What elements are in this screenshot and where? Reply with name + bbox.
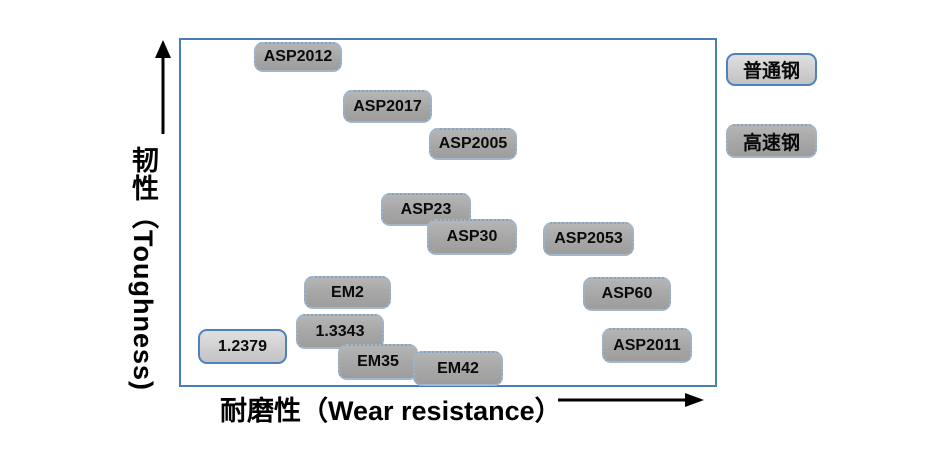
steel-box-ASP2005: ASP2005 [429, 128, 517, 160]
steel-box-ASP2012: ASP2012 [254, 42, 342, 72]
steel-box-ASP30: ASP30 [427, 219, 517, 255]
y-axis-arrow-icon [155, 40, 171, 134]
steel-box-ASP2011: ASP2011 [602, 328, 692, 363]
x-axis-arrow-icon [558, 393, 704, 407]
steel-box-ASP2017: ASP2017 [343, 90, 432, 123]
legend-item-普通钢: 普通钢 [726, 53, 817, 86]
steel-box-ASP2053: ASP2053 [543, 222, 634, 256]
steel-box-ASP60: ASP60 [583, 277, 671, 311]
legend-item-高速钢: 高速钢 [726, 124, 817, 158]
steel-box-EM42: EM42 [413, 351, 503, 386]
steel-box-1.2379: 1.2379 [198, 329, 287, 364]
x-axis-label: 耐磨性（Wear resistance） [220, 396, 562, 426]
y-axis-label: 韧性（Toughness) [128, 146, 158, 391]
steel-box-EM2: EM2 [304, 276, 391, 309]
steel-box-EM35: EM35 [338, 344, 418, 380]
steel-box-1.3343: 1.3343 [296, 314, 384, 349]
